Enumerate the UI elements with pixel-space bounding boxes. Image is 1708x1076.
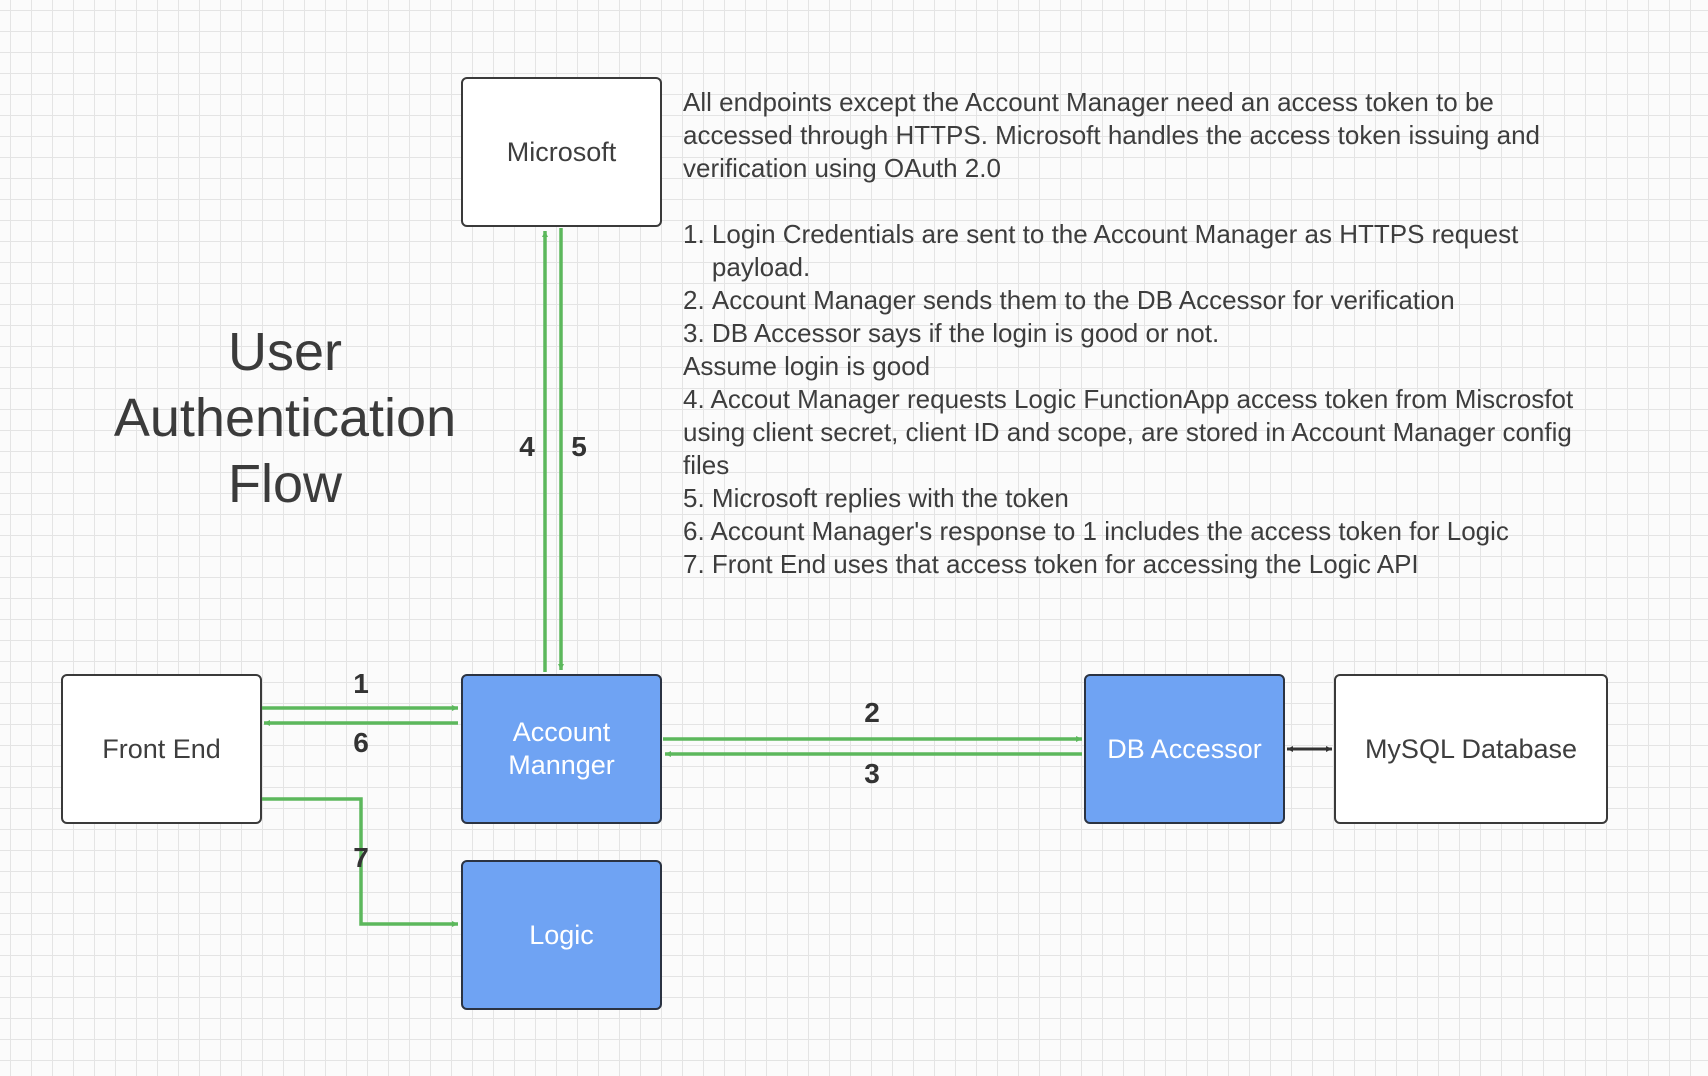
microsoft-box[interactable]: Microsoft (461, 77, 662, 227)
mysql-database-label: MySQL Database (1364, 733, 1578, 764)
notes-step1: 1. Login Credentials are sent to the Acc… (683, 218, 1603, 284)
flow-label-7: 7 (353, 842, 369, 873)
db-accessor-label: DB Accessor (1107, 733, 1262, 764)
mysql-database-box[interactable]: MySQL Database (1334, 674, 1608, 824)
arrow-step7 (262, 797, 458, 927)
title-line3: Flow (227, 453, 342, 514)
title-line1: User (227, 322, 342, 382)
title-line2: Authentication (113, 387, 457, 448)
microsoft-label: Microsoft (506, 136, 617, 167)
notes-step2: 2. Account Manager sends them to the DB … (683, 284, 1603, 317)
notes-spacer (683, 185, 1603, 218)
flow-label-4: 4 (519, 431, 535, 462)
logic-label: Logic (529, 919, 594, 950)
notes-intro: All endpoints except the Account Manager… (683, 87, 1540, 183)
notes-step6: 6. Account Manager's response to 1 inclu… (683, 516, 1509, 546)
notes-step7: 7. Front End uses that access token for … (683, 549, 1419, 579)
account-manager-label-line2: Mannger (508, 750, 615, 780)
flow-label-2: 2 (864, 697, 880, 728)
front-end-box[interactable]: Front End (61, 674, 262, 824)
account-manager-label-line1: Account (512, 717, 611, 748)
notes-step3: 3. DB Accessor says if the login is good… (683, 317, 1603, 350)
flow-label-6: 6 (353, 727, 369, 758)
notes-step2-number: 2. (683, 285, 712, 315)
front-end-label: Front End (102, 733, 221, 764)
db-accessor-box[interactable]: DB Accessor (1084, 674, 1285, 824)
flow-label-1: 1 (353, 668, 369, 699)
notes-step3-text: DB Accessor says if the login is good or… (711, 318, 1220, 348)
notes-step1-number: 1. (683, 219, 712, 249)
notes-step4: 4. Accout Manager requests Logic Functio… (683, 384, 1574, 480)
notes-text: All endpoints except the Account Manager… (683, 86, 1603, 581)
flow-label-3: 3 (864, 758, 880, 789)
notes-step1-text: Login Credentials are sent to the Accoun… (711, 219, 1519, 282)
notes-step5: 5. Microsoft replies with the token (683, 483, 1069, 513)
notes-step3-number: 3. (683, 318, 712, 348)
flow-label-5: 5 (571, 431, 587, 462)
account-manager-box[interactable]: Account Mannger (461, 674, 662, 824)
notes-assume: Assume login is good (683, 351, 931, 381)
diagram-title: User Authentication Flow (95, 320, 475, 518)
logic-box[interactable]: Logic (461, 860, 662, 1010)
notes-step2-text: Account Manager sends them to the DB Acc… (711, 285, 1455, 315)
